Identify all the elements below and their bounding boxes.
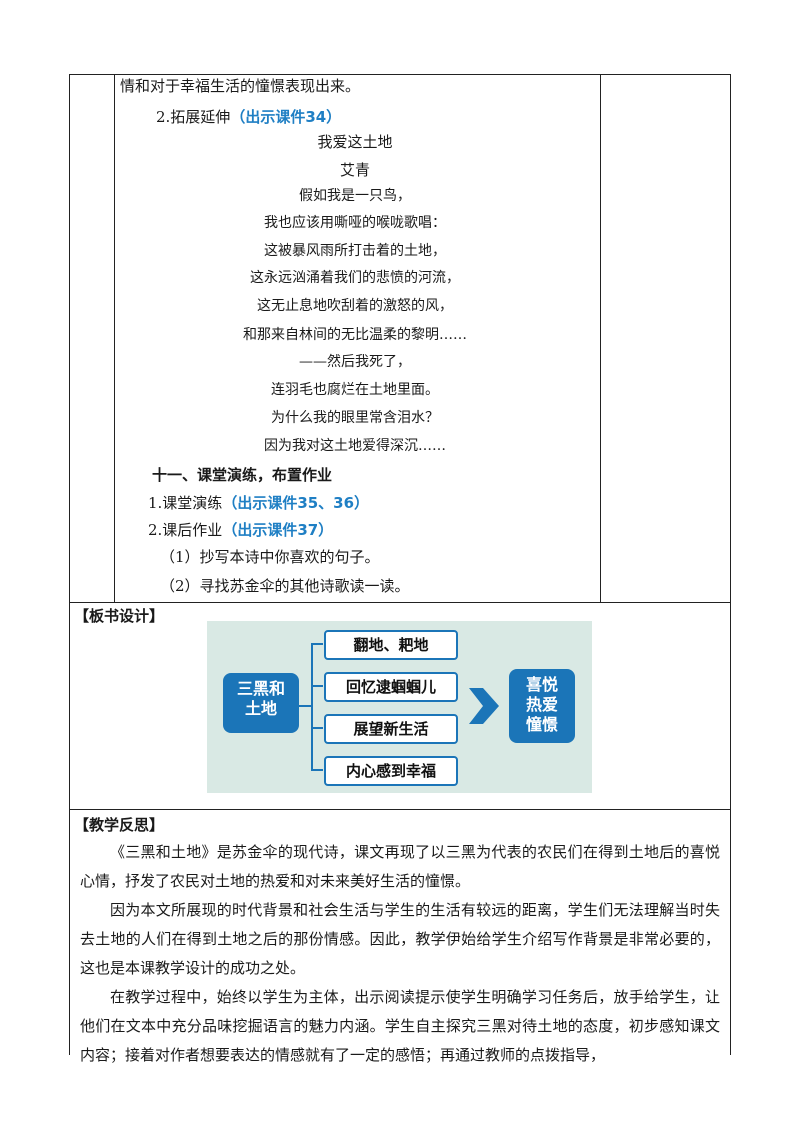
continued-line: 情和对于幸福生活的憧憬表现出来。: [120, 77, 361, 95]
board-item: 回忆逮蝈蝈儿: [324, 672, 458, 702]
board-item: 翻地、耙地: [324, 630, 458, 660]
table-border-left: [69, 74, 70, 1055]
homework-ref: （出示课件37）: [222, 521, 334, 539]
table-col-divider-left: [114, 74, 115, 603]
board-diagram: 三黑和 土地 翻地、耙地 回忆逮蝈蝈儿 展望新生活 内心感到幸福 喜悦 热爱 憧…: [207, 621, 592, 793]
poem-line: 为什么我的眼里常含泪水？: [271, 410, 439, 426]
board-center-line: 土地: [244, 699, 277, 718]
board-result-block: 喜悦 热爱 憧憬: [509, 669, 575, 743]
poem-line: 连羽毛也腐烂在土地里面。: [271, 382, 439, 398]
table-col-divider-right: [600, 74, 601, 603]
table-border-right: [730, 74, 731, 1055]
practice-item: 1.课堂演练（出示课件35、36）: [148, 493, 369, 513]
extension-label: 2.拓展延伸: [156, 108, 231, 126]
poem-line: 因为我对这土地爱得深沉……: [264, 438, 446, 454]
brace-stem: [299, 705, 311, 707]
board-center-block: 三黑和 土地: [223, 673, 299, 733]
brace-vertical: [311, 643, 313, 771]
reflection-label: 【教学反思】: [74, 816, 165, 834]
board-result-line: 喜悦: [525, 675, 558, 694]
board-design-label: 【板书设计】: [74, 607, 165, 625]
practice-label: 1.课堂演练: [148, 494, 223, 512]
poem-line: ——然后我死了，: [299, 354, 411, 370]
board-result-line: 热爱: [525, 695, 558, 714]
section-heading: 十一、课堂演练，布置作业: [152, 466, 333, 484]
poem-line: 我也应该用嘶哑的喉咙歌唱：: [264, 215, 446, 231]
reflection-paragraph: 在教学过程中，始终以学生为主体，出示阅读提示使学生明确学习任务后，放手给学生，让…: [80, 988, 720, 1064]
board-item: 内心感到幸福: [324, 756, 458, 786]
reflection-paragraph: 《三黑和土地》是苏金伞的现代诗，课文再现了以三黑为代表的农民们在得到土地后的喜悦…: [80, 843, 720, 890]
poem-title: 我爱这土地: [317, 133, 393, 151]
homework-label: 2.课后作业: [148, 521, 223, 539]
board-result-line: 憧憬: [525, 715, 558, 734]
table-row-divider-1: [69, 602, 731, 603]
brace-tick-2: [311, 685, 323, 687]
board-center-line: 三黑和: [236, 679, 285, 698]
brace-tick-3: [311, 727, 323, 729]
poem-author: 艾青: [339, 161, 370, 179]
poem-line: 这永远汹涌着我们的悲愤的河流，: [250, 270, 460, 286]
poem-line: 和那来自林间的无比温柔的黎明……: [243, 327, 467, 343]
brace-tick-1: [311, 643, 323, 645]
poem-line: 这无止息地吹刮着的激怒的风，: [257, 298, 453, 314]
table-border-top: [69, 74, 731, 75]
reflection-paragraph: 因为本文所展现的时代背景和社会生活与学生的生活有较远的距离，学生们无法理解当时失…: [80, 901, 720, 977]
homework-sub-2: （2）寻找苏金伞的其他诗歌读一读。: [160, 577, 410, 595]
extension-item: 2.拓展延伸（出示课件34）: [156, 107, 341, 127]
board-item: 展望新生活: [324, 714, 458, 744]
table-row-divider-2: [69, 809, 731, 810]
poem-line: 这被暴风雨所打击着的土地，: [264, 243, 446, 259]
extension-ref: （出示课件34）: [230, 108, 342, 126]
brace-tick-4: [311, 769, 323, 771]
homework-item: 2.课后作业（出示课件37）: [148, 520, 333, 540]
poem-line: 假如我是一只鸟，: [299, 188, 411, 204]
homework-sub-1: （1）抄写本诗中你喜欢的句子。: [160, 548, 380, 566]
arrow-icon: [469, 688, 499, 724]
practice-ref: （出示课件35、36）: [222, 494, 370, 512]
